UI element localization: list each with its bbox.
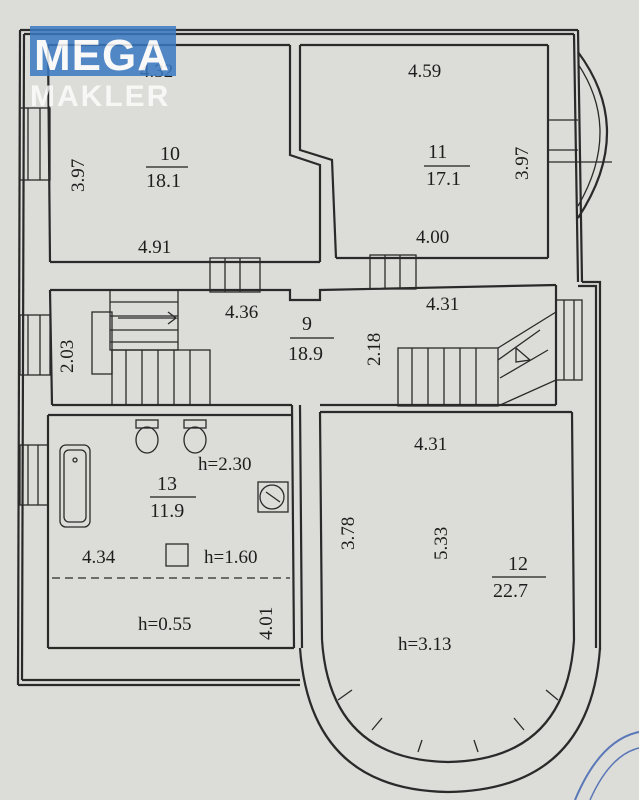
room12-area: 22.7 bbox=[493, 580, 528, 602]
room13-area: 11.9 bbox=[150, 500, 184, 522]
room9-number: 9 bbox=[302, 313, 312, 335]
room9-mid-dimension: 4.36 bbox=[225, 302, 258, 323]
stamp-fragment bbox=[574, 731, 639, 800]
logo-line2: MAKLER bbox=[30, 80, 170, 113]
room11-area: 17.1 bbox=[426, 168, 461, 190]
toilet-right bbox=[183, 419, 207, 454]
megamakler-logo: MEGA MAKLER bbox=[30, 26, 176, 113]
logo-line1: MEGA bbox=[34, 31, 170, 80]
stairs-right bbox=[397, 311, 557, 407]
stairs-left bbox=[91, 289, 211, 406]
room13-height1: h=2.30 bbox=[198, 454, 251, 475]
windows bbox=[19, 51, 612, 753]
room11-number: 11 bbox=[428, 141, 447, 163]
room9-left-dimension: 2.03 bbox=[57, 340, 78, 373]
shaft-square bbox=[165, 543, 189, 567]
sink bbox=[257, 481, 289, 513]
room10-area: 18.1 bbox=[146, 170, 181, 192]
room13-width-dimension: 4.34 bbox=[82, 547, 116, 568]
room13-number: 13 bbox=[157, 473, 177, 495]
room13-height2: h=1.60 bbox=[204, 547, 257, 568]
room12-height: h=3.13 bbox=[398, 634, 451, 655]
bathtub bbox=[59, 444, 91, 528]
room9-right-dimension: 4.31 bbox=[426, 294, 459, 315]
room11-top-dimension: 4.59 bbox=[408, 61, 441, 82]
room13-height3: h=0.55 bbox=[138, 614, 191, 635]
room10-number: 10 bbox=[160, 143, 180, 165]
room10-bottom-dimension: 4.91 bbox=[138, 237, 171, 258]
logo-background bbox=[30, 26, 176, 76]
room9-area: 18.9 bbox=[288, 343, 323, 365]
room12-left-dimension: 3.78 bbox=[338, 517, 359, 550]
room12-number: 12 bbox=[508, 553, 528, 575]
room10-side-dimension: 3.97 bbox=[68, 159, 89, 192]
room12-top-dimension: 4.31 bbox=[414, 434, 447, 455]
toilet-left bbox=[135, 419, 159, 454]
room9-depth-dimension: 2.18 bbox=[364, 333, 385, 366]
room11-side-dimension: 3.97 bbox=[512, 147, 533, 180]
room11-bottom-dimension: 4.00 bbox=[416, 227, 449, 248]
room12-depth-dimension: 5.33 bbox=[431, 527, 452, 560]
room13-depth-dimension: 4.01 bbox=[256, 607, 277, 640]
